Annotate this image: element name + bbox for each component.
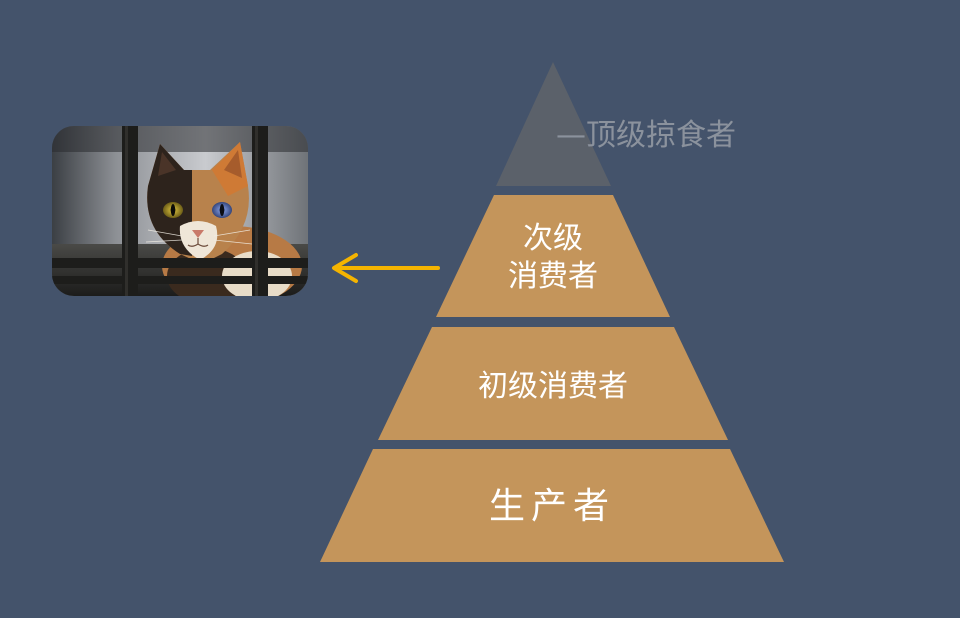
secondary-consumer-label-line2: 消费者: [508, 259, 598, 294]
secondary-consumer-label-line1: 次级: [523, 221, 583, 256]
primary-consumer-label: 初级消费者: [478, 369, 628, 404]
cat-behind-bars-image: [52, 126, 308, 296]
left-arrow-icon: [332, 253, 440, 283]
apex-predator-label: —顶级掠食者: [556, 118, 736, 153]
producer-label: 生产者: [488, 486, 615, 527]
pyramid-tier-secondary-consumer: [436, 195, 670, 317]
pyramid-tier-producer: [320, 449, 784, 562]
cat-photo: [52, 126, 308, 296]
pyramid-tier-primary-consumer: [378, 327, 728, 440]
pyramid-tier-apex: [496, 62, 611, 186]
secondary-consumer-label: 次级 消费者: [436, 220, 670, 296]
